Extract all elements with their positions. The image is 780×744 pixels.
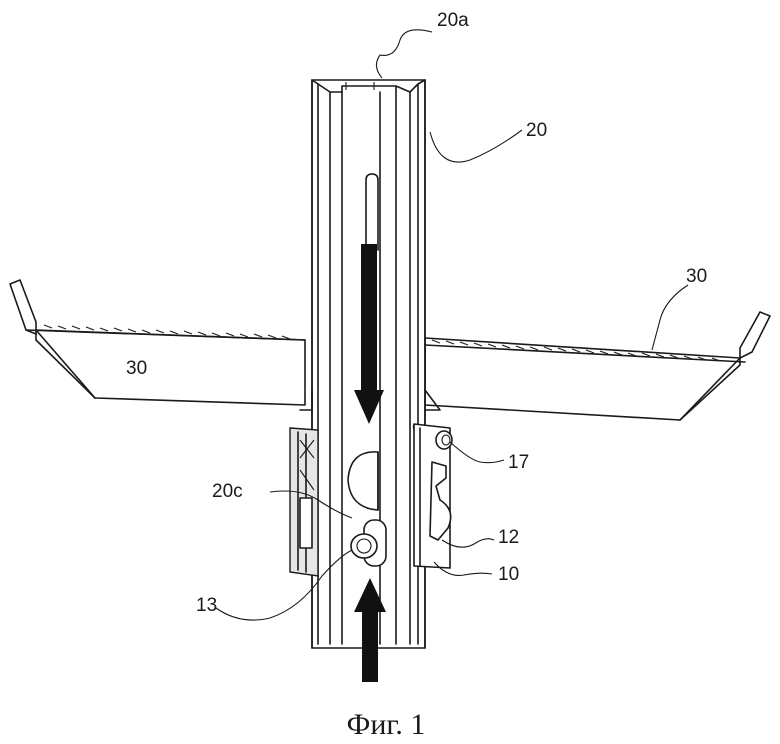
pin-17 (435, 430, 453, 450)
locking-cam (347, 451, 379, 511)
label-20: 20 (526, 120, 547, 141)
arrow-down (354, 244, 384, 424)
label-20a: 20a (437, 10, 469, 31)
left-shelf (9, 279, 306, 406)
left-shelf-perforations (43, 324, 291, 340)
right-shelf-perforations (431, 339, 721, 362)
label-20c: 20c (212, 481, 243, 502)
label-10: 10 (498, 564, 519, 585)
label-13: 13 (196, 595, 217, 616)
shelf-brackets (299, 389, 441, 411)
left-bracket-plate (289, 427, 319, 577)
figure-caption: Фиг. 1 (347, 708, 426, 741)
leader-lines (215, 29, 689, 621)
pin-13 (350, 519, 387, 567)
reference-labels: 20a 20 30 30 17 20c 12 10 13 (126, 10, 707, 616)
label-17: 17 (508, 452, 529, 473)
label-30-left: 30 (126, 358, 147, 379)
label-30-right: 30 (686, 266, 707, 287)
right-bracket-plate (412, 423, 452, 569)
label-12: 12 (498, 527, 519, 548)
right-shelf (424, 311, 771, 421)
arrow-up (354, 578, 386, 682)
